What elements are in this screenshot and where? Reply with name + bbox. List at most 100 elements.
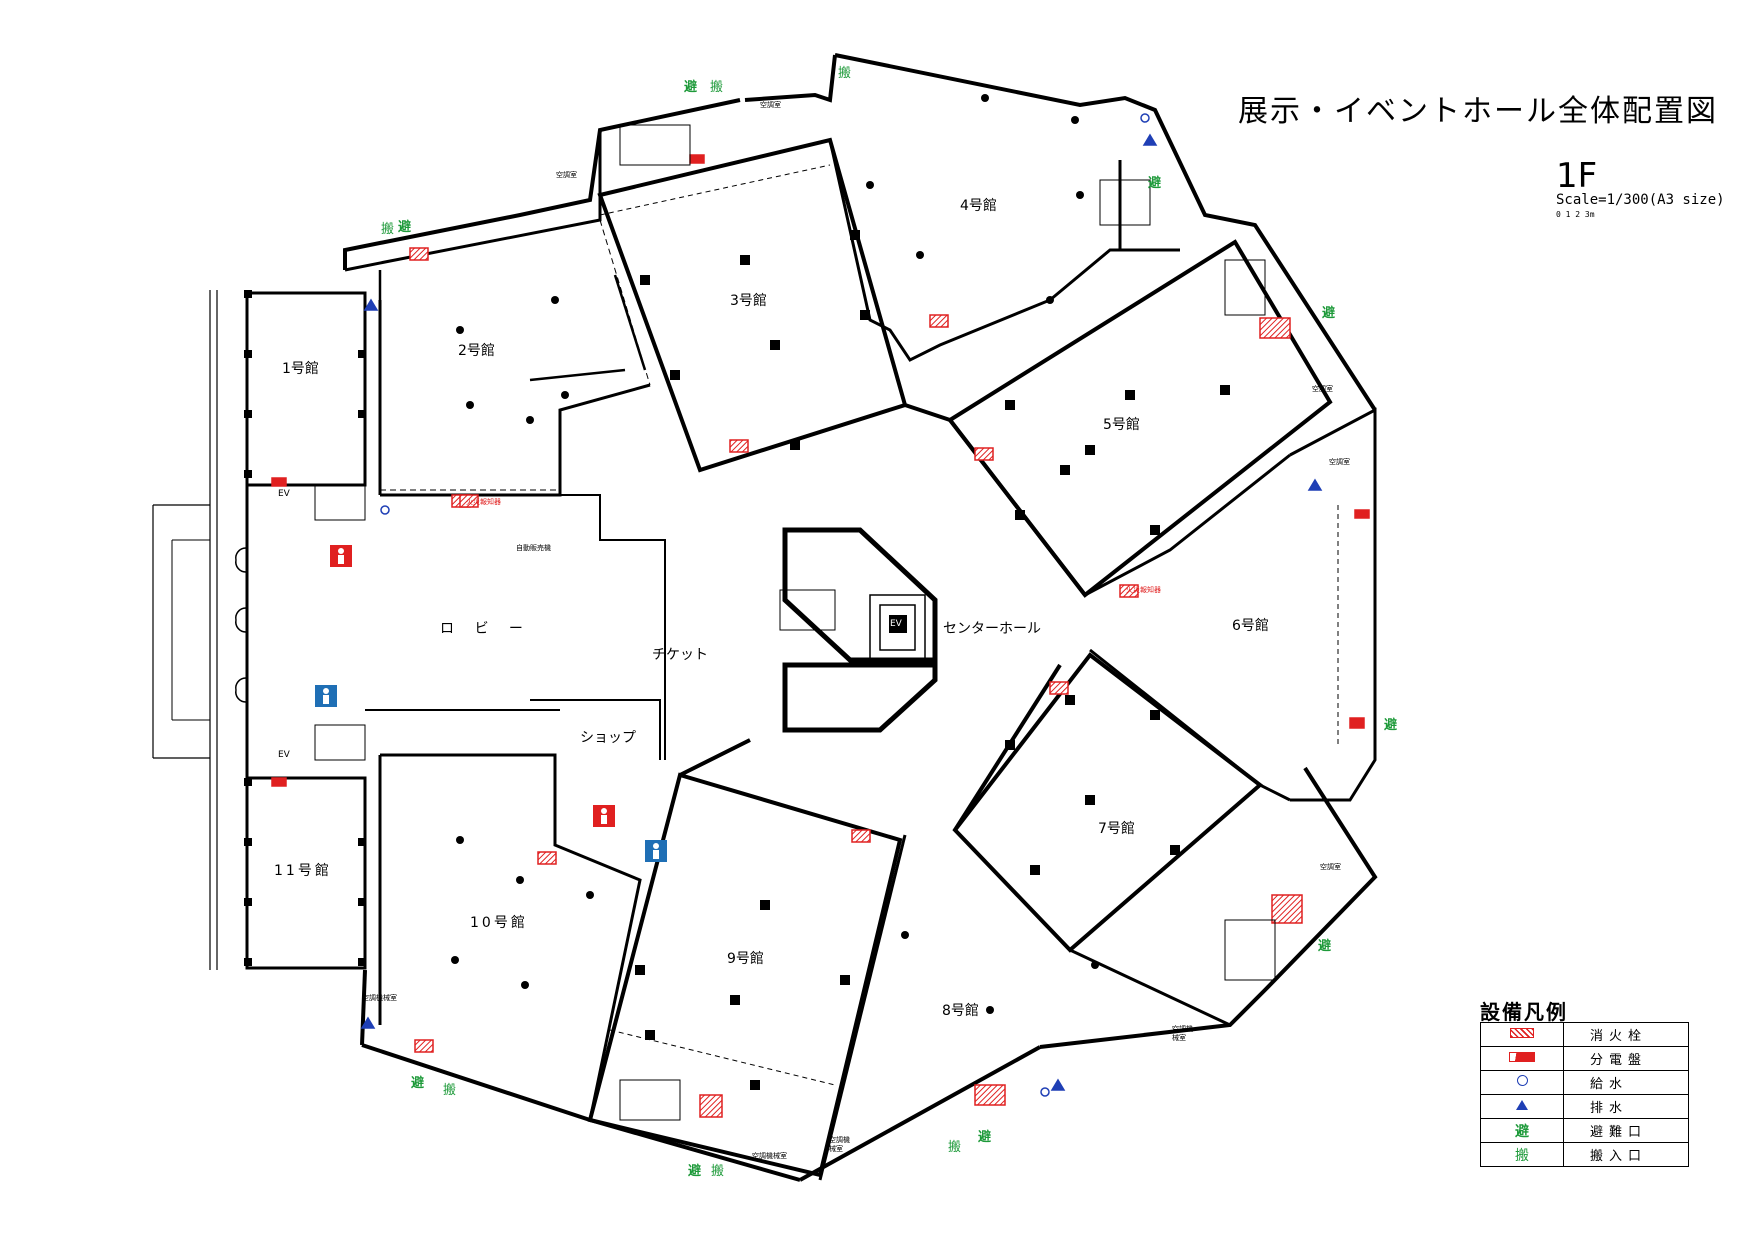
hall-7-label: 7号館 xyxy=(1098,821,1135,837)
restroom-figures xyxy=(323,548,659,859)
entrance-mark-1: 搬 xyxy=(710,80,724,95)
hall-3-columns xyxy=(640,230,870,450)
hall-4-walls xyxy=(828,139,1180,362)
hall-3-dashed xyxy=(599,164,831,216)
legend-label: 搬入口 xyxy=(1563,1142,1689,1167)
exit-mark-1: 避 xyxy=(684,80,698,95)
ac-machine-room-label-4: 空調機械室 xyxy=(829,1136,850,1153)
ev-label-north: EV xyxy=(278,489,290,499)
hall-10-walls xyxy=(378,753,642,1121)
hall-2-walls xyxy=(344,130,651,497)
hall-10-columns xyxy=(451,836,594,989)
legend-label: 消火栓 xyxy=(1563,1022,1689,1047)
entrance-mark-5: 搬 xyxy=(711,1164,725,1179)
hall-1-walls xyxy=(152,290,367,970)
floor-label: 1F xyxy=(1556,156,1598,196)
center-elevator-fill xyxy=(889,615,907,633)
hall-2-partition xyxy=(378,270,647,382)
ticket-label: チケット xyxy=(652,647,708,663)
exit-mark-5: 避 xyxy=(1384,718,1398,733)
exit-mark-3: 避 xyxy=(398,220,412,235)
ac-room-label-3: 空調室 xyxy=(1312,385,1333,393)
fire-alarm-label-1: 火災報知器 xyxy=(466,498,501,506)
corridor-walls xyxy=(679,403,1087,832)
ac-room-label-2: 空調室 xyxy=(760,101,781,109)
legend-label: 分電盤 xyxy=(1563,1046,1689,1071)
hall-11-label: 11号館 xyxy=(274,863,332,879)
stairs xyxy=(314,124,1276,1121)
exit-icon: 避 xyxy=(1515,1123,1529,1140)
entrance-mark-3: 搬 xyxy=(381,222,395,237)
ac-machine-room-label-2: 空調機械室 xyxy=(752,1152,787,1160)
legend-title: 設備凡例 xyxy=(1480,1000,1568,1024)
legend-label: 排水 xyxy=(1563,1094,1689,1119)
exit-mark-8: 避 xyxy=(688,1164,702,1179)
center-hall-elevator xyxy=(869,594,926,661)
hall-8-columns xyxy=(901,931,1099,1014)
legend-table: 消火栓 分電盤 給水 排水 避 避難口 搬 搬入口 xyxy=(1480,1022,1689,1167)
legend-row: 搬 搬入口 xyxy=(1480,1142,1689,1167)
hall-9-walls xyxy=(587,772,903,1178)
hall-5-label: 5号館 xyxy=(1103,417,1140,433)
water-markers xyxy=(360,113,1323,1097)
hall-9-columns xyxy=(635,900,850,1090)
exit-mark-7: 避 xyxy=(411,1076,425,1091)
water-supply-icon xyxy=(1516,1075,1528,1086)
equipment-markers xyxy=(271,154,1370,1118)
hall-2-label: 2号館 xyxy=(458,343,495,359)
hall-5-columns xyxy=(1005,385,1230,535)
panel-icon xyxy=(1509,1052,1535,1062)
legend-row: 排水 xyxy=(1480,1094,1689,1119)
hall-10-label: 10号館 xyxy=(470,915,528,931)
hall-7-walls xyxy=(952,652,1264,953)
hall-8-walls xyxy=(818,828,1231,1181)
entrance-mark-6: 搬 xyxy=(948,1140,962,1155)
ev-label-south: EV xyxy=(278,750,290,760)
hall-4-columns xyxy=(866,94,1084,304)
hall-6-label: 6号館 xyxy=(1232,618,1269,634)
exit-mark-4: 避 xyxy=(1322,306,1336,321)
hall-9-dashed xyxy=(609,1029,836,1086)
ac-room-label-4: 空調室 xyxy=(1329,458,1350,466)
hall-1-label: 1号館 xyxy=(282,361,319,377)
hall-1-columns xyxy=(244,290,366,966)
hall-5-walls xyxy=(947,239,1333,598)
hall-3-label: 3号館 xyxy=(730,293,767,309)
fire-alarm-label-2: 火災報知器 xyxy=(1126,586,1161,594)
legend-label: 給水 xyxy=(1563,1070,1689,1095)
entrance-mark-4: 搬 xyxy=(443,1083,457,1098)
ev-label-center: EV xyxy=(890,619,902,629)
ac-room-label-1: 空調室 xyxy=(556,171,577,179)
hall-7-columns xyxy=(1005,695,1180,875)
shop-label: ショップ xyxy=(580,730,636,746)
legend-row: 消火栓 xyxy=(1480,1022,1689,1047)
lobby-doors xyxy=(235,547,247,703)
lobby-walls xyxy=(365,494,666,760)
legend-row: 給水 xyxy=(1480,1070,1689,1095)
hydrant-icon xyxy=(1510,1028,1534,1038)
exit-mark-9: 避 xyxy=(978,1130,992,1145)
drain-icon xyxy=(1516,1100,1528,1110)
hall-9-label: 9号館 xyxy=(727,951,764,967)
legend-label: 避難口 xyxy=(1563,1118,1689,1143)
exit-mark-6: 避 xyxy=(1318,939,1332,954)
entrance-mark-2: 搬 xyxy=(838,66,852,81)
hall-8-label: 8号館 xyxy=(942,1003,979,1019)
ac-room-label-5: 空調室 xyxy=(1320,863,1341,871)
ac-machine-room-label-3: 空調機械室 xyxy=(1172,1025,1193,1042)
hall-2-columns xyxy=(456,296,569,424)
vending-label: 自動販売機 xyxy=(516,544,551,552)
ac-machine-room-label-1: 空調機械室 xyxy=(362,994,397,1002)
scale-bar: 0 1 2 3m xyxy=(1556,210,1595,219)
lobby-label: ロ ビ ー xyxy=(440,621,531,637)
scale-label: Scale=1/300(A3 size) xyxy=(1556,192,1725,208)
hall-6-walls xyxy=(1084,407,1377,802)
restroom-icons xyxy=(315,545,667,862)
legend-row: 避 避難口 xyxy=(1480,1118,1689,1143)
exit-mark-2: 避 xyxy=(1148,176,1162,191)
loading-entrance-icon: 搬 xyxy=(1515,1147,1529,1164)
center-hall-label: センターホール xyxy=(943,621,1041,637)
hall-4-label: 4号館 xyxy=(960,198,997,214)
legend-row: 分電盤 xyxy=(1480,1046,1689,1071)
